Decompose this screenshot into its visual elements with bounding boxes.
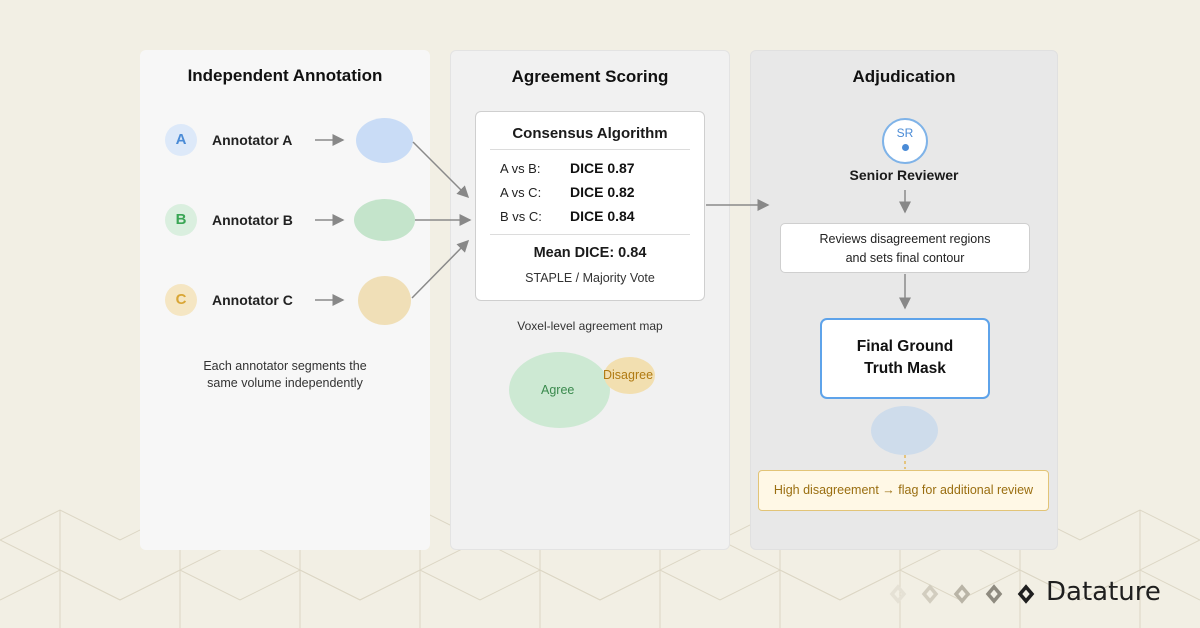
reviews-line-1: Reviews disagreement regions bbox=[819, 232, 991, 246]
annotator-c-badge: C bbox=[165, 284, 197, 316]
consensus-method: STAPLE / Majority Vote bbox=[525, 271, 655, 285]
disagree-region bbox=[604, 357, 655, 394]
pair-label-ab: A vs B: bbox=[500, 161, 541, 176]
divider bbox=[490, 234, 690, 235]
annotator-a-mask bbox=[356, 118, 413, 163]
agree-label: Agree bbox=[541, 383, 575, 397]
disagree-label: Disagree bbox=[603, 368, 654, 382]
panel-title: Independent Annotation bbox=[187, 66, 383, 85]
pair-label-ac: A vs C: bbox=[500, 185, 542, 200]
pair-value-ab: DICE 0.87 bbox=[570, 160, 635, 176]
panel-title: Agreement Scoring bbox=[511, 67, 669, 86]
datature-logo-icon bbox=[889, 584, 1035, 604]
brand-name: Datature bbox=[1046, 577, 1161, 607]
pair-label-bc: B vs C: bbox=[500, 209, 542, 224]
pair-value-bc: DICE 0.84 bbox=[570, 208, 635, 224]
final-ground-truth-box: Final Ground Truth Mask bbox=[820, 318, 990, 399]
annotator-b-mask bbox=[354, 199, 415, 241]
divider bbox=[490, 149, 690, 150]
disagreement-flag-box: High disagreement → flag for additional … bbox=[758, 470, 1049, 511]
annotator-a-badge: A bbox=[165, 124, 197, 156]
reviews-disagreement-box: Reviews disagreement regions and sets fi… bbox=[780, 223, 1030, 273]
senior-reviewer-label: Senior Reviewer bbox=[849, 167, 959, 183]
annotator-c-mask bbox=[358, 276, 411, 325]
annotation-note: Each annotator segments the same volume … bbox=[170, 358, 400, 392]
annotator-b-badge: B bbox=[165, 204, 197, 236]
reviews-line-2: and sets final contour bbox=[845, 251, 965, 265]
note-line-1: Each annotator segments the bbox=[203, 359, 367, 373]
note-line-2: same volume independently bbox=[207, 376, 363, 390]
final-line-2: Truth Mask bbox=[864, 360, 946, 377]
reviewer-dot-icon bbox=[902, 144, 909, 151]
senior-reviewer-avatar: SR bbox=[882, 118, 928, 164]
reviewer-initials: SR bbox=[896, 126, 914, 140]
consensus-title: Consensus Algorithm bbox=[512, 125, 668, 142]
annotator-a-label: Annotator A bbox=[212, 132, 293, 148]
annotator-b-label: Annotator B bbox=[212, 212, 293, 228]
mean-dice: Mean DICE: 0.84 bbox=[533, 245, 647, 261]
pair-value-ac: DICE 0.82 bbox=[570, 184, 635, 200]
final-mask-shape bbox=[871, 406, 938, 455]
annotator-c-label: Annotator C bbox=[212, 292, 293, 308]
consensus-algorithm-card: Consensus Algorithm A vs B: DICE 0.87 A … bbox=[475, 111, 705, 301]
agreement-map-caption: Voxel-level agreement map bbox=[517, 319, 663, 333]
panel-title: Adjudication bbox=[852, 67, 956, 86]
final-line-1: Final Ground bbox=[856, 338, 954, 355]
agree-region bbox=[509, 352, 610, 428]
